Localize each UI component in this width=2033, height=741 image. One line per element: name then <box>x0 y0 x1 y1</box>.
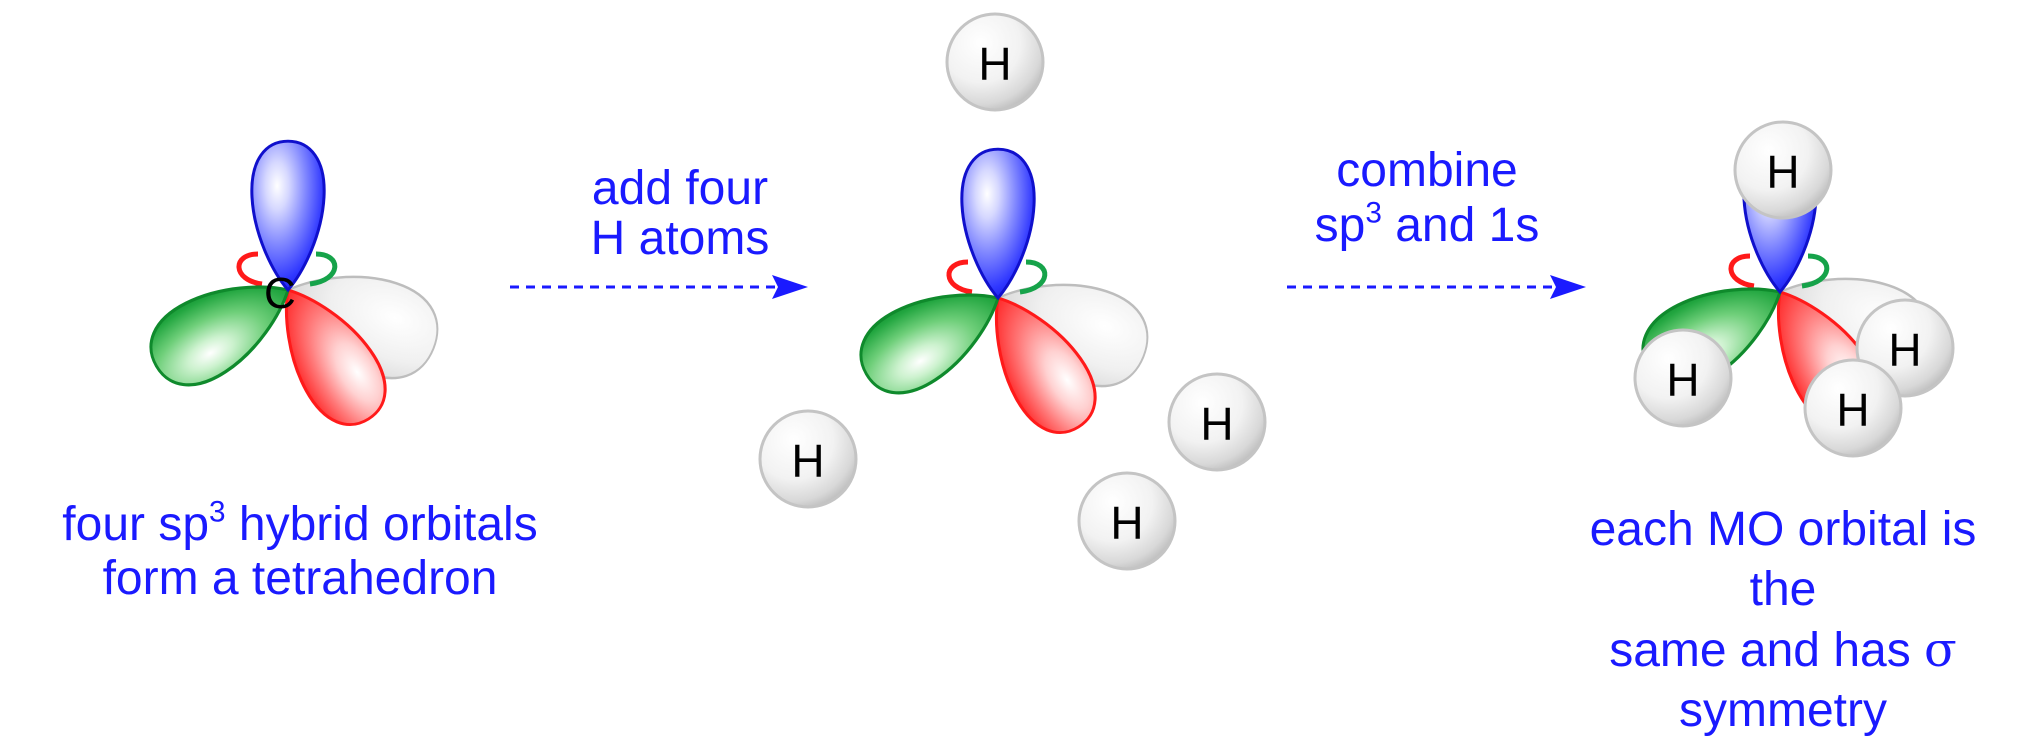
svg-text:H: H <box>1110 497 1143 549</box>
orbital-ring-green <box>309 251 338 287</box>
arrow2-label-line2: sp3 and 1s <box>1314 196 1540 253</box>
orbital-ring-red <box>946 259 973 295</box>
arrow2-label-line1: combine <box>1336 144 1518 197</box>
methane-molecular-orbitals: H H H H <box>1626 120 1955 458</box>
arrow1-label-line2: H atoms <box>590 212 770 266</box>
arrow2-label: combine sp3 and 1s <box>1282 143 1572 253</box>
hydrogen-atom: H <box>1733 120 1833 220</box>
caption-step3-line2: the <box>1749 563 1817 616</box>
orbital-ring-red <box>1728 253 1755 289</box>
orbital-ring-green <box>1019 259 1048 295</box>
hydrogen-atom: H <box>758 409 858 509</box>
hydrogen-atom: H <box>1803 358 1903 458</box>
orbitals-with-h-atoms: H H H H <box>758 12 1267 571</box>
orbital-lobe-blue <box>250 139 326 292</box>
hydrogen-atom: H <box>1167 372 1267 472</box>
svg-text:H: H <box>1666 354 1699 406</box>
reaction-arrow-1 <box>510 275 808 299</box>
hydrogen-atom: H <box>1077 471 1177 571</box>
caption-step3-line3: same and has σ <box>1609 622 1957 678</box>
arrow1-label-line1: add four <box>591 162 769 215</box>
carbon-label: C <box>264 269 296 318</box>
svg-text:H: H <box>1766 146 1799 198</box>
svg-text:H: H <box>1200 398 1233 450</box>
caption-step1-line2: form a tetrahedron <box>102 552 498 606</box>
orbital-ring-red <box>236 251 263 287</box>
caption-step1-line1: four sp3 hybrid orbitals <box>62 495 538 551</box>
hydrogen-atom: H <box>945 12 1045 112</box>
svg-text:H: H <box>791 435 824 487</box>
orbital-ring-green <box>1801 253 1830 289</box>
hydrogen-atom: H <box>1633 328 1733 428</box>
orbital-lobe-blue <box>960 147 1036 300</box>
caption-step1: four sp3 hybrid orbitals form a tetrahed… <box>0 495 600 606</box>
svg-text:H: H <box>1888 324 1921 376</box>
sigma-symbol: σ <box>1924 622 1957 678</box>
svg-text:H: H <box>1836 384 1869 436</box>
caption-step3-line1: each MO orbital is <box>1589 503 1977 556</box>
arrow1-label: add four H atoms <box>530 162 830 266</box>
caption-step3-line4: symmetry <box>1679 684 1887 737</box>
svg-text:H: H <box>978 38 1011 90</box>
caption-step3: each MO orbital is the same and has σ sy… <box>1533 500 2033 741</box>
sp3-tetrahedron: C <box>134 139 453 441</box>
reaction-arrow-2 <box>1287 275 1586 299</box>
